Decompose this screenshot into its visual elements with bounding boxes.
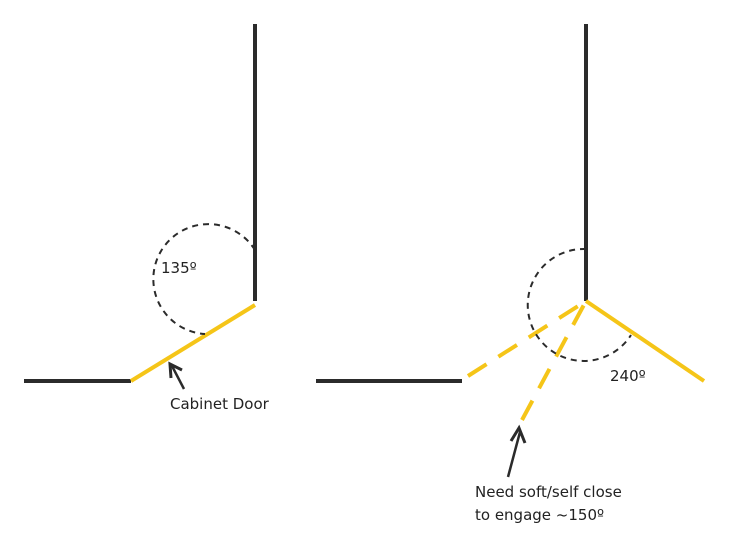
right-door-dashed-position-2	[520, 300, 588, 421]
right-open-door	[584, 299, 706, 383]
right-angle-arc	[526, 247, 632, 362]
left-panel: 135º Cabinet Door	[24, 24, 270, 413]
right-angle-label: 240º	[610, 367, 646, 385]
right-pointer-arrow	[506, 431, 522, 478]
right-door-dashed-position-1	[466, 299, 588, 378]
left-angle-label: 135º	[161, 259, 197, 277]
soft-close-note-line-1: Need soft/self close	[475, 483, 622, 501]
right-panel: 240º Need soft/self close to engage ~150…	[316, 24, 706, 524]
right-pointer-arrow-head	[509, 424, 527, 444]
left-pointer-arrow	[170, 365, 186, 390]
left-pointer-arrow-head	[168, 361, 183, 379]
left-cabinet-door	[129, 303, 257, 383]
soft-close-note-line-2: to engage ~150º	[475, 506, 604, 524]
cabinet-door-label: Cabinet Door	[170, 395, 270, 413]
left-angle-arc	[152, 223, 256, 335]
